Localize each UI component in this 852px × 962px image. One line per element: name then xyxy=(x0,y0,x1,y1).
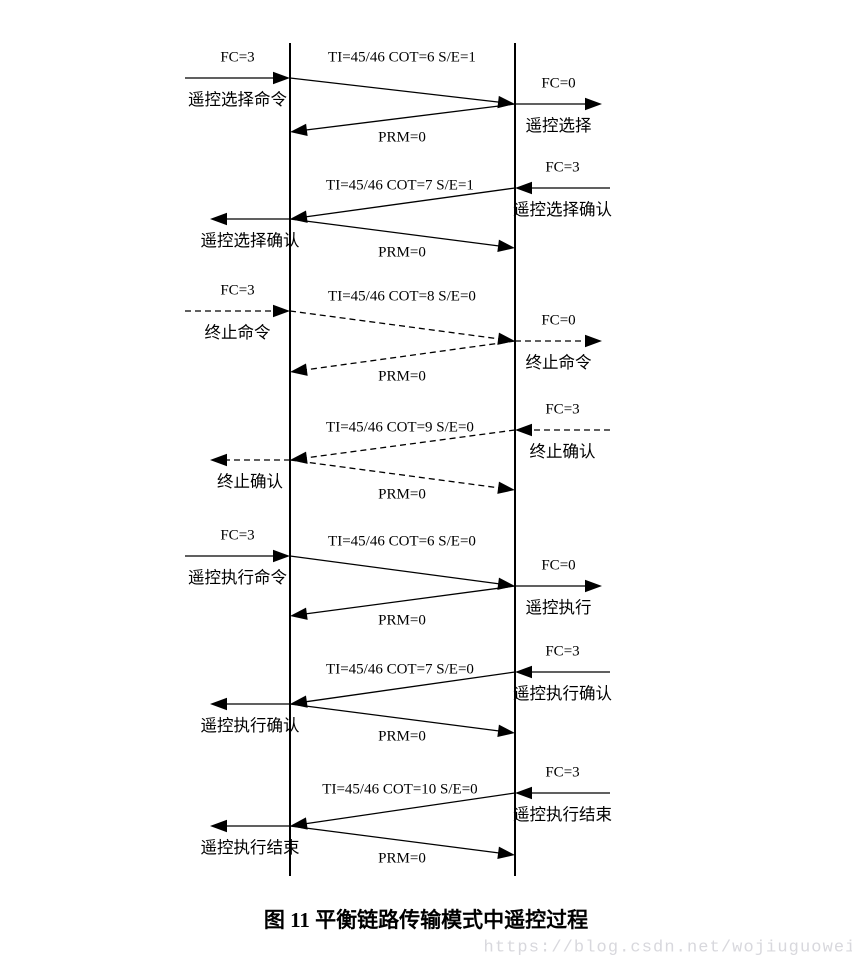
block-5-execute-command-external-out-fc-label: FC=0 xyxy=(541,557,575,573)
block-3-abort-command-return-message-arrowhead xyxy=(290,363,308,376)
block-1-select-command-external-in-arrowhead xyxy=(273,71,290,85)
block-6-execute-confirm-down-message-line xyxy=(302,671,516,703)
block-3-abort-command-external-in-name-label: 终止命令 xyxy=(205,323,272,342)
block-1-select-command-external-out-fc-label: FC=0 xyxy=(541,75,575,91)
block-1-select-command-down-message-label: TI=45/46 COT=6 S/E=1 xyxy=(328,49,476,65)
block-5-execute-command-down-message-line xyxy=(289,555,503,585)
block-6-execute-confirm-external-in-name-label: 遥控执行确认 xyxy=(513,684,612,703)
block-6-execute-confirm-return-message-line xyxy=(289,703,503,732)
block-3-abort-command-return-message-line xyxy=(302,340,516,371)
block-1-select-command-down-message-line xyxy=(289,77,503,104)
block-5-execute-command-external-out-arrowhead xyxy=(585,579,602,593)
block-5-execute-command-external-in-arrowhead xyxy=(273,549,290,563)
block-7-execute-end-external-out-arrowhead xyxy=(210,819,227,833)
block-4-abort-confirm-external-in-fc-label: FC=3 xyxy=(545,401,579,417)
block-6-execute-confirm-external-in-fc-label: FC=3 xyxy=(545,643,579,659)
block-2-select-confirm-external-in-fc-label: FC=3 xyxy=(545,159,579,175)
block-1-select-command-external-out-name-label: 遥控选择 xyxy=(526,116,593,135)
block-5-execute-command-return-message-label: PRM=0 xyxy=(378,612,426,628)
block-3-abort-command-return-message-label: PRM=0 xyxy=(378,368,426,384)
block-1-select-command-return-message-arrowhead xyxy=(290,123,308,137)
block-3-abort-command-down-message-label: TI=45/46 COT=8 S/E=0 xyxy=(328,288,476,304)
block-6-execute-confirm-external-out-name-label: 遥控执行确认 xyxy=(201,716,300,735)
block-7-execute-end-external-in-arrowhead xyxy=(515,786,532,800)
block-1-select-command-return-message-label: PRM=0 xyxy=(378,129,426,145)
block-4-abort-confirm-return-message-label: PRM=0 xyxy=(378,486,426,502)
block-4-abort-confirm-return-message-arrowhead xyxy=(497,481,515,494)
block-7-execute-end-external-in-fc-label: FC=3 xyxy=(545,764,579,780)
block-4-abort-confirm-down-message-label: TI=45/46 COT=9 S/E=0 xyxy=(326,419,474,435)
block-5-execute-command-return-message-line xyxy=(302,585,516,615)
block-6-execute-confirm-down-message-label: TI=45/46 COT=7 S/E=0 xyxy=(326,661,474,677)
block-2-select-confirm-external-in-arrowhead xyxy=(515,181,532,195)
block-2-select-confirm-return-message-arrowhead xyxy=(497,239,515,252)
block-5-execute-command-external-in-fc-label: FC=3 xyxy=(220,527,254,543)
block-7-execute-end-down-message-line xyxy=(302,792,516,825)
block-3-abort-command-down-message-line xyxy=(289,310,503,340)
block-5-execute-command-external-out-name-label: 遥控执行 xyxy=(526,598,592,617)
block-6-execute-confirm-external-out-arrowhead xyxy=(210,697,227,711)
block-3-abort-command-external-out-name-label: 终止命令 xyxy=(526,353,593,372)
block-2-select-confirm-external-out-name-label: 遥控选择确认 xyxy=(201,231,300,250)
block-2-select-confirm-external-in-name-label: 遥控选择确认 xyxy=(513,200,612,219)
block-7-execute-end-return-message-label: PRM=0 xyxy=(378,850,426,866)
block-5-execute-command-external-in-name-label: 遥控执行命令 xyxy=(188,568,288,587)
block-3-abort-command-external-out-fc-label: FC=0 xyxy=(541,312,575,328)
block-7-execute-end-external-in-name-label: 遥控执行结束 xyxy=(513,805,612,824)
block-6-execute-confirm-external-in-arrowhead xyxy=(515,665,532,679)
block-5-execute-command-return-message-arrowhead xyxy=(290,607,308,620)
watermark-text: https://blog.csdn.net/wojiuguowei xyxy=(484,938,852,957)
block-3-abort-command-external-in-fc-label: FC=3 xyxy=(220,282,254,298)
block-7-execute-end-external-out-name-label: 遥控执行结束 xyxy=(201,838,300,857)
block-7-execute-end-return-message-line xyxy=(289,825,503,854)
block-7-execute-end-return-message-arrowhead xyxy=(497,846,515,859)
block-4-abort-confirm-external-out-name-label: 终止确认 xyxy=(217,472,283,491)
figure-caption: 图 11 平衡链路传输模式中遥控过程 xyxy=(264,908,588,932)
block-1-select-command-external-in-fc-label: FC=3 xyxy=(220,49,254,65)
block-4-abort-confirm-external-out-arrowhead xyxy=(210,453,227,467)
block-5-execute-command-down-message-label: TI=45/46 COT=6 S/E=0 xyxy=(328,533,476,549)
block-4-abort-confirm-external-in-name-label: 终止确认 xyxy=(530,442,596,461)
block-1-select-command-return-message-line xyxy=(302,103,516,132)
block-6-execute-confirm-return-message-label: PRM=0 xyxy=(378,728,426,744)
block-4-abort-confirm-external-in-arrowhead xyxy=(515,423,532,437)
block-2-select-confirm-down-message-label: TI=45/46 COT=7 S/E=1 xyxy=(326,177,474,193)
block-1-select-command-external-in-name-label: 遥控选择命令 xyxy=(188,90,288,109)
block-4-abort-confirm-down-message-line xyxy=(302,429,516,459)
block-6-execute-confirm-return-message-arrowhead xyxy=(497,724,515,737)
block-4-abort-confirm-return-message-line xyxy=(289,459,503,489)
lifelines-group xyxy=(289,43,516,876)
block-2-select-confirm-return-message-label: PRM=0 xyxy=(378,244,426,260)
block-1-select-command-external-out-arrowhead xyxy=(585,97,602,111)
block-2-select-confirm-return-message-line xyxy=(289,218,503,247)
block-3-abort-command-external-in-arrowhead xyxy=(273,304,290,318)
block-2-select-confirm-external-out-arrowhead xyxy=(210,212,227,226)
block-2-select-confirm-down-message-line xyxy=(302,187,516,218)
block-3-abort-command-external-out-arrowhead xyxy=(585,334,602,348)
block-7-execute-end-down-message-label: TI=45/46 COT=10 S/E=0 xyxy=(322,781,477,797)
